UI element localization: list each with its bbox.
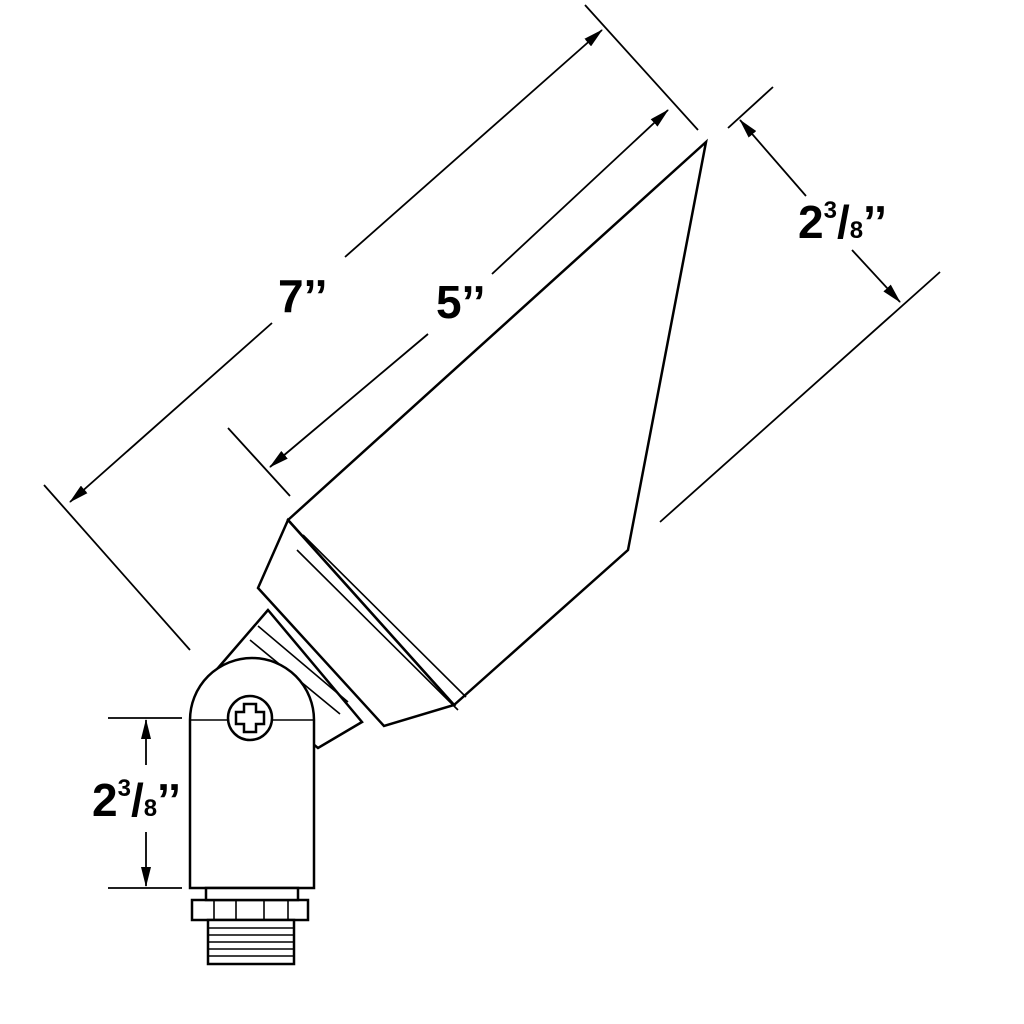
nut-collar	[204, 886, 300, 902]
extension-line-housing-rear	[227, 427, 291, 497]
extension-line-lens-top	[727, 86, 774, 129]
hex-nut	[190, 898, 310, 922]
dimension-overall-length: 7’’	[43, 4, 699, 651]
extension-line-tip	[584, 4, 699, 131]
dimension-housing-length: 5’’	[227, 109, 669, 497]
lens-diameter-label: 23/8’’	[798, 196, 887, 248]
overall-length-label: 7’’	[278, 270, 327, 322]
dimension-line-overall-lower	[69, 322, 273, 503]
dimension-line-lens-lower	[851, 249, 901, 303]
extension-line-rear	[43, 484, 191, 651]
stem-threads	[208, 927, 294, 957]
dimension-lens-diameter: 23/8’’	[659, 86, 941, 523]
housing-length-label: 5’’	[436, 276, 485, 328]
dimension-mount-height: 23/8’’	[92, 717, 182, 889]
neck-groove-1	[257, 625, 349, 703]
mount-height-label: 23/8’’	[92, 774, 181, 826]
dimension-line-housing-upper	[491, 109, 669, 275]
front-bezel	[256, 517, 457, 728]
dimension-line-overall-upper	[344, 29, 603, 258]
knuckle-mount	[188, 656, 316, 890]
bezel-ring-1	[302, 534, 467, 698]
extension-line-lens-bottom	[659, 271, 941, 523]
dimension-line-housing-lower	[269, 333, 429, 468]
fixture-body	[188, 138, 708, 966]
phillips-screw-icon	[226, 694, 274, 742]
bezel-ring-2	[296, 549, 459, 711]
dimension-line-lens-upper	[739, 119, 807, 197]
